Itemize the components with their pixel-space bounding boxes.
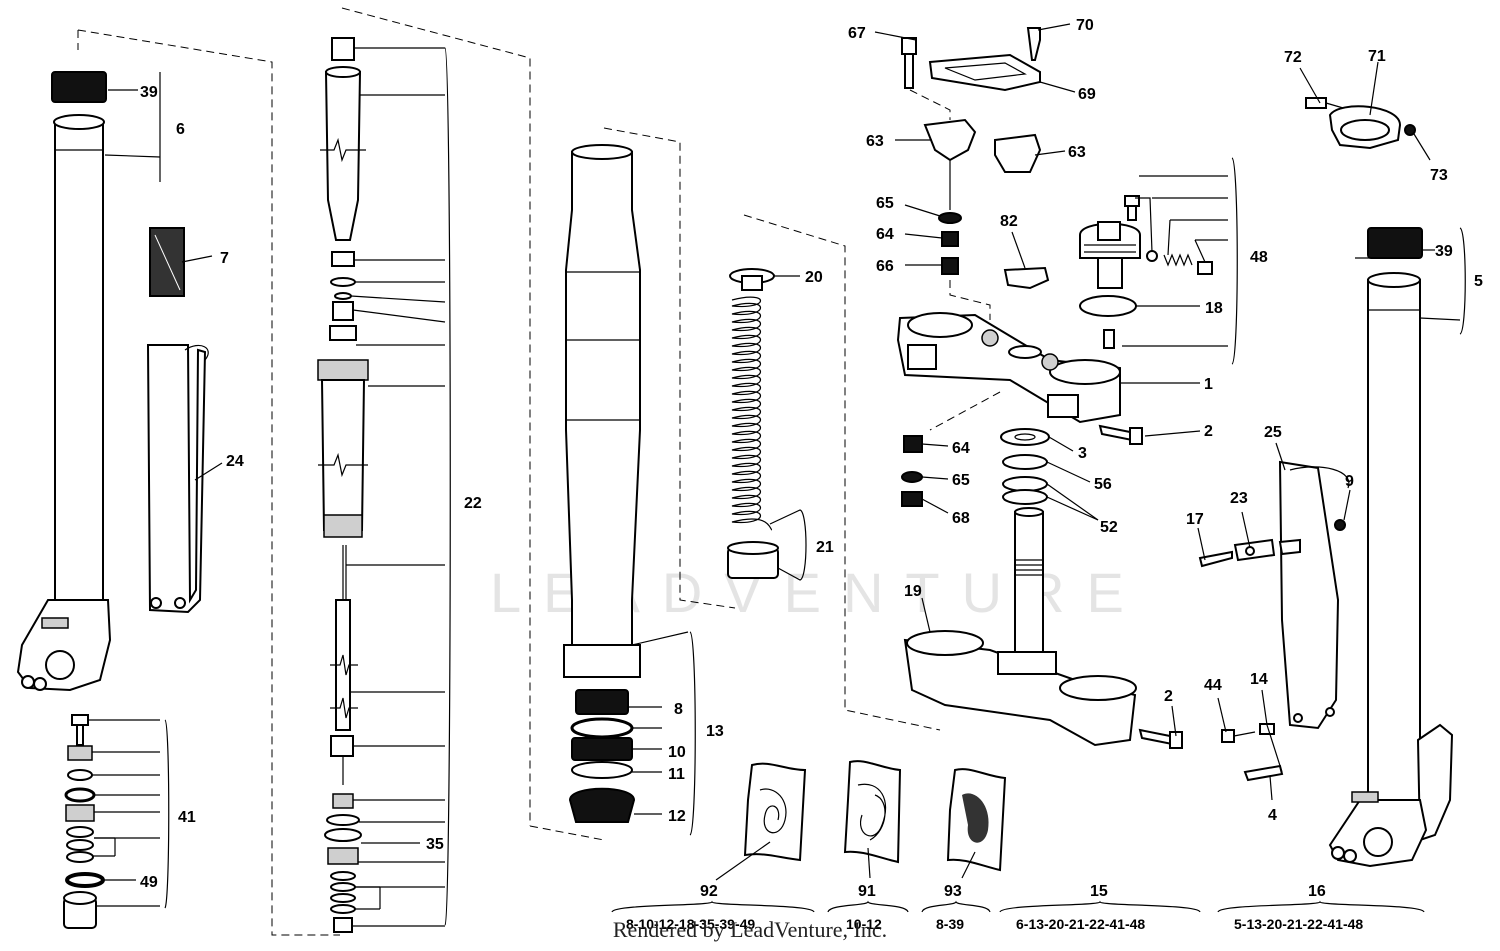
callout-48: 48 (1250, 249, 1268, 266)
compression-adjuster-stack (63, 714, 105, 929)
callout-13: 13 (706, 723, 724, 740)
callout-23: 23 (1230, 490, 1248, 507)
callout-1: 1 (1204, 376, 1213, 393)
steering-stem-washers (1000, 428, 1050, 505)
callout-22: 22 (464, 495, 482, 512)
callout-68: 68 (952, 510, 970, 527)
callout-5: 5 (1474, 273, 1483, 290)
callout-4: 4 (1268, 807, 1277, 824)
lower-triple-clamp (903, 507, 1183, 749)
callout-82: 82 (1000, 213, 1018, 230)
kit-labels: 92 8-10-12-18-35-39-49 91 10-12 93 8-39 … (626, 883, 1363, 932)
fork-guard-right (1198, 460, 1350, 782)
callout-25: 25 (1264, 424, 1282, 441)
callout-66: 66 (876, 258, 894, 275)
callout-52: 52 (1100, 519, 1118, 536)
upper-triple-clamp (896, 27, 1143, 445)
callout-8: 8 (674, 701, 683, 718)
callout-9: 9 (1345, 473, 1354, 490)
leader-lines (88, 23, 1466, 927)
callout-21: 21 (816, 539, 834, 556)
kit-contents: 6-13-20-21-22-41-48 (1016, 916, 1145, 932)
callout-18: 18 (1205, 300, 1223, 317)
callout-39: 39 (1435, 243, 1453, 260)
kit-contents: 5-13-20-21-22-41-48 (1234, 916, 1363, 932)
callout-49: 49 (140, 874, 158, 891)
kit-brackets (611, 900, 1425, 913)
callout-67: 67 (848, 25, 866, 42)
callout-65: 65 (952, 472, 970, 489)
seal-kit-bags (743, 760, 1007, 872)
callout-65: 65 (876, 195, 894, 212)
damper-cartridge (317, 7, 531, 933)
callout-44: 44 (1204, 677, 1222, 694)
callout-labels: 39 6 7 24 41 49 22 35 8 10 11 12 13 20 2… (140, 17, 1483, 891)
callout-19: 19 (904, 583, 922, 600)
callout-6: 6 (176, 121, 185, 138)
kit-number: 93 (944, 883, 962, 900)
kit-number: 91 (858, 883, 876, 900)
callout-72: 72 (1284, 49, 1302, 66)
callout-64: 64 (952, 440, 970, 457)
fork-guard-left (146, 344, 209, 614)
fork-decal (149, 227, 185, 297)
callout-17: 17 (1186, 511, 1204, 528)
outer-tube-right (1328, 227, 1454, 868)
callout-71: 71 (1368, 48, 1386, 65)
callout-69: 69 (1078, 86, 1096, 103)
kit-number: 16 (1308, 883, 1326, 900)
lower-stack-left (901, 435, 923, 507)
callout-2: 2 (1204, 423, 1213, 440)
callout-63: 63 (866, 133, 884, 150)
callout-20: 20 (805, 269, 823, 286)
kit-contents: 8-10-12-18-35-39-49 (626, 916, 755, 932)
callout-3: 3 (1078, 445, 1087, 462)
callout-11: 11 (668, 766, 685, 783)
callout-73: 73 (1430, 167, 1448, 184)
callout-70: 70 (1076, 17, 1094, 34)
callout-39: 39 (140, 84, 158, 101)
inner-tube (529, 127, 736, 841)
kit-contents: 10-12 (846, 916, 882, 932)
callout-10: 10 (668, 744, 686, 761)
callout-14: 14 (1250, 671, 1268, 688)
fork-clamp (1305, 97, 1416, 150)
fork-spring (727, 214, 941, 731)
callout-7: 7 (220, 250, 229, 267)
callout-12: 12 (668, 808, 686, 825)
callout-63: 63 (1068, 144, 1086, 161)
callout-24: 24 (226, 453, 244, 470)
callout-2: 2 (1164, 688, 1173, 705)
kit-number: 15 (1090, 883, 1108, 900)
render-credit: Rendered by LeadVenture, Inc. (612, 917, 888, 942)
kit-number: 92 (700, 883, 718, 900)
fork-cap-assembly (1079, 195, 1213, 317)
callout-35: 35 (426, 836, 444, 853)
outer-tube-left (16, 29, 340, 936)
kit-contents: 8-39 (936, 916, 964, 932)
callout-41: 41 (178, 809, 196, 826)
callout-56: 56 (1094, 476, 1112, 493)
callout-64: 64 (876, 226, 894, 243)
